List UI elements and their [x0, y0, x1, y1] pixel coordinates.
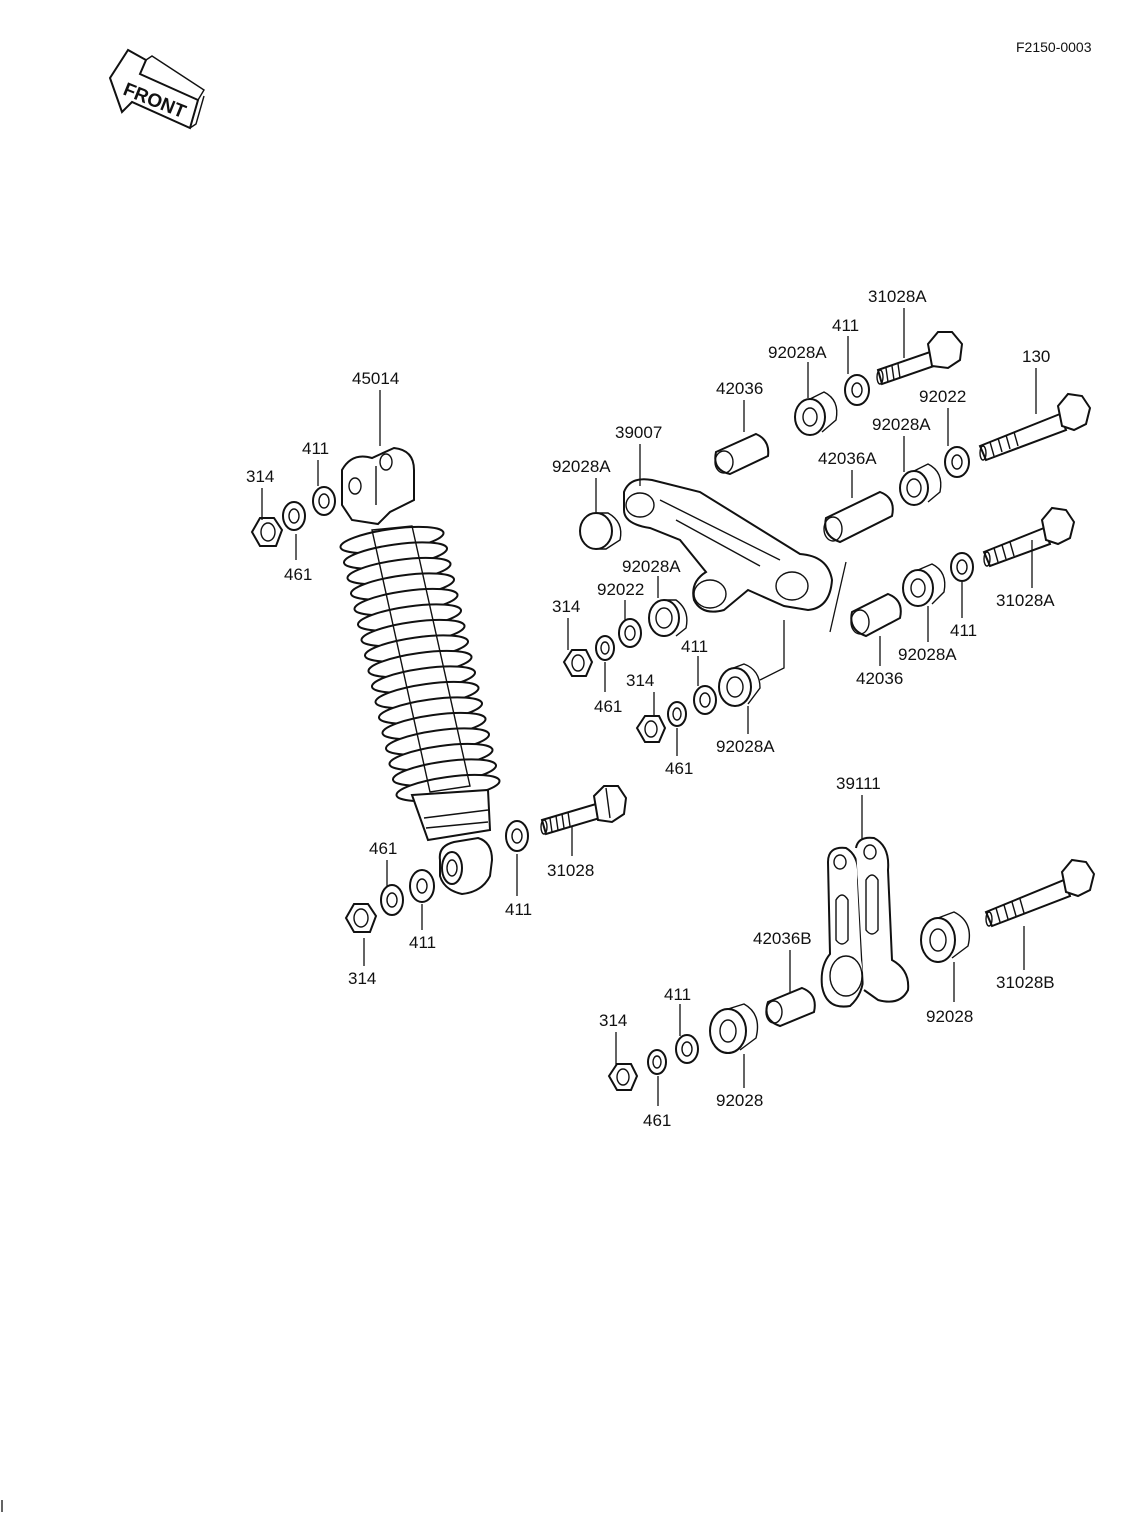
washer-411-top	[844, 374, 870, 406]
callout-92028: 92028	[716, 1091, 763, 1110]
washer-461-shock-top	[282, 501, 306, 531]
washer-461-rocker-low	[667, 701, 687, 727]
callout-92028A: 92028A	[552, 457, 611, 476]
callout-130: 130	[1022, 347, 1050, 366]
washer-411-shock-top	[312, 486, 336, 516]
bushing-92028-link-left	[709, 1003, 759, 1054]
washer-461-rocker	[595, 635, 615, 661]
assembly-leader-rocker	[759, 620, 785, 681]
nut-314-shock-top	[250, 517, 284, 547]
callout-92022: 92022	[919, 387, 966, 406]
bushing-92028A-right	[899, 463, 942, 506]
callout-39111: 39111	[836, 774, 881, 793]
callout-461: 461	[643, 1111, 671, 1130]
callout-45014: 45014	[352, 369, 399, 388]
callout-411: 411	[302, 439, 329, 458]
callout-411: 411	[832, 316, 859, 335]
callout-461: 461	[665, 759, 693, 778]
bolt-130	[978, 392, 1092, 462]
callout-39007: 39007	[615, 423, 662, 442]
callout-314: 314	[552, 597, 580, 616]
washer-411-rocker	[693, 685, 717, 715]
bushing-92028-link-right	[920, 911, 971, 963]
washer-92022-rocker	[618, 618, 642, 648]
bushing-92028A-rocker-low	[718, 663, 761, 707]
callout-92028A: 92028A	[898, 645, 957, 664]
sleeve-42036-top	[714, 432, 770, 476]
bushing-92028A-rocker-left	[579, 512, 622, 550]
callout-411: 411	[664, 985, 691, 1004]
bushing-92028A-rocker-mid	[648, 599, 688, 637]
bolt-31028	[540, 785, 628, 836]
washer-461-link	[647, 1049, 667, 1075]
bushing-92028A-right-low	[902, 563, 946, 607]
bolt-31028A-top	[876, 331, 964, 386]
washer-411-link	[675, 1034, 699, 1064]
callout-92028: 92028	[926, 1007, 973, 1026]
washer-411-shock-bottom	[409, 869, 435, 903]
washer-411-bolt-31028	[505, 820, 529, 852]
callout-411: 411	[505, 900, 532, 919]
callout-411: 411	[681, 637, 708, 656]
callout-31028A: 31028A	[868, 287, 927, 306]
nut-314-rocker-low	[635, 715, 667, 743]
callout-42036B: 42036B	[753, 929, 812, 948]
sleeve-42036B	[765, 986, 816, 1028]
callout-92028A: 92028A	[768, 343, 827, 362]
callout-314: 314	[348, 969, 376, 988]
washer-92022-right	[944, 446, 970, 478]
washer-461-shock-bottom	[380, 884, 404, 916]
callout-314: 314	[626, 671, 654, 690]
break-line	[829, 561, 847, 633]
callout-31028A: 31028A	[996, 591, 1055, 610]
callout-92028A: 92028A	[716, 737, 775, 756]
callout-314: 314	[599, 1011, 627, 1030]
callout-42036: 42036	[856, 669, 903, 688]
callout-411: 411	[950, 621, 977, 640]
diagram-code: F2150-0003	[1016, 39, 1092, 55]
callout-42036A: 42036A	[818, 449, 877, 468]
bolt-31028B	[984, 858, 1096, 928]
callout-461: 461	[284, 565, 312, 584]
bushing-92028A-top	[794, 391, 838, 436]
sleeve-42036-right	[850, 592, 902, 638]
leader-lines	[261, 308, 1037, 1106]
callout-31028B: 31028B	[996, 973, 1055, 992]
callout-92022: 92022	[597, 580, 644, 599]
front-direction-arrow-icon: FRONT	[108, 48, 205, 130]
callout-92028A: 92028A	[872, 415, 931, 434]
callout-461: 461	[594, 697, 622, 716]
callout-411: 411	[409, 933, 436, 952]
bolt-31028A-right	[982, 506, 1076, 568]
nut-314-link	[607, 1063, 639, 1091]
callout-31028: 31028	[547, 861, 594, 880]
callout-42036: 42036	[716, 379, 763, 398]
washer-411-right	[950, 552, 974, 582]
callout-461: 461	[369, 839, 397, 858]
callout-314: 314	[246, 467, 274, 486]
tie-rod-39111	[820, 836, 910, 1008]
rocker-arm-39007	[623, 478, 834, 613]
shock-body	[371, 525, 471, 793]
nut-314-rocker	[562, 649, 594, 677]
shock-absorber	[339, 446, 501, 896]
nut-314-shock-bottom	[344, 903, 378, 933]
callout-92028A: 92028A	[622, 557, 681, 576]
sleeve-42036A	[823, 490, 894, 544]
